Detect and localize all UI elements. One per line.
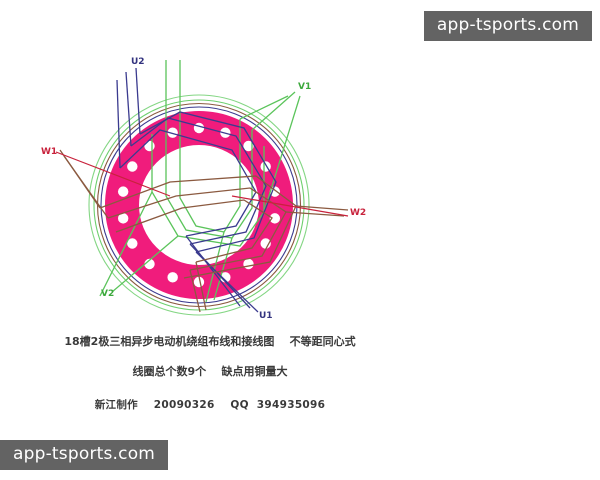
u-coil-2 <box>119 129 257 237</box>
stator-slot <box>167 272 178 283</box>
caption-line-2: 线圈总个数9个 缺点用铜量大 <box>132 365 288 378</box>
stator-slot <box>193 276 205 288</box>
stator-slot <box>167 127 178 138</box>
terminal-label-v2: V2 <box>101 289 114 299</box>
stator-annulus <box>104 110 293 300</box>
u-lead-u2 <box>125 71 132 147</box>
stator-slot <box>243 140 254 152</box>
w-coil-1 <box>107 187 287 271</box>
watermark-bottom-left: app-tsports.com <box>0 440 169 470</box>
v-lead-5 <box>99 191 153 297</box>
lead-line-w2 <box>231 195 349 217</box>
stator-slots <box>117 122 281 288</box>
winding-conductors <box>59 60 349 313</box>
outer-arc-navy-1 <box>100 106 298 304</box>
u-lead-4 <box>116 79 121 169</box>
stator-slot <box>144 140 155 152</box>
terminal-label-w1: W1 <box>41 147 57 157</box>
stator-slot <box>269 186 281 197</box>
stator-slot <box>243 258 254 270</box>
caption-line-1: 18槽2极三相异步电动机绕组布线和接线图 不等距同心式 <box>64 335 356 348</box>
stator-slot <box>269 213 281 224</box>
w-lead-4 <box>189 269 201 313</box>
caption-line-3: 新江制作 20090326 QQ 394935096 <box>94 399 326 411</box>
v-lead-7 <box>205 231 225 303</box>
w-coil-3 <box>99 175 297 279</box>
stator-slot <box>144 258 155 270</box>
stator-slot <box>193 122 205 134</box>
outer-arc-green-2 <box>88 94 310 316</box>
v-lead-6 <box>213 237 233 301</box>
w-lead-2 <box>59 149 101 209</box>
phase-u-windings <box>116 67 277 313</box>
terminal-label-w2: W2 <box>350 208 366 218</box>
stator-ring <box>104 110 293 300</box>
v-lead-3 <box>239 95 289 120</box>
stator-slot <box>117 213 129 224</box>
stator-slot <box>117 186 129 197</box>
watermark-top-right: app-tsports.com <box>423 11 592 41</box>
phase-w-windings <box>59 149 349 313</box>
w-lead-5 <box>195 261 207 311</box>
lead-line-w1 <box>55 151 171 197</box>
u-coil-3 <box>139 111 277 253</box>
stator-slot <box>220 272 231 283</box>
caption-block: 18槽2极三相异步电动机绕组布线和接线图 不等距同心式 线圈总个数9个 缺点用铜… <box>0 336 420 411</box>
w-coil-2 <box>115 199 273 263</box>
w-lead-w2 <box>285 211 345 217</box>
stator-slot <box>127 161 138 172</box>
u-lead-2 <box>185 235 241 307</box>
terminal-label-u2: U2 <box>131 57 145 67</box>
terminal-label-v1: V1 <box>298 82 311 92</box>
terminal-leads <box>55 151 349 217</box>
v-lead-v1 <box>251 91 296 131</box>
u-lead-3 <box>195 251 259 313</box>
stator-slot <box>260 238 271 249</box>
stator-slot <box>127 238 138 249</box>
terminal-label-u1: U1 <box>259 311 273 321</box>
v-coil-2 <box>179 113 241 233</box>
v-lead-v2 <box>111 235 179 293</box>
v-lead-4 <box>263 95 301 213</box>
u-lead-5 <box>135 67 141 135</box>
w-lead-3 <box>295 205 349 211</box>
